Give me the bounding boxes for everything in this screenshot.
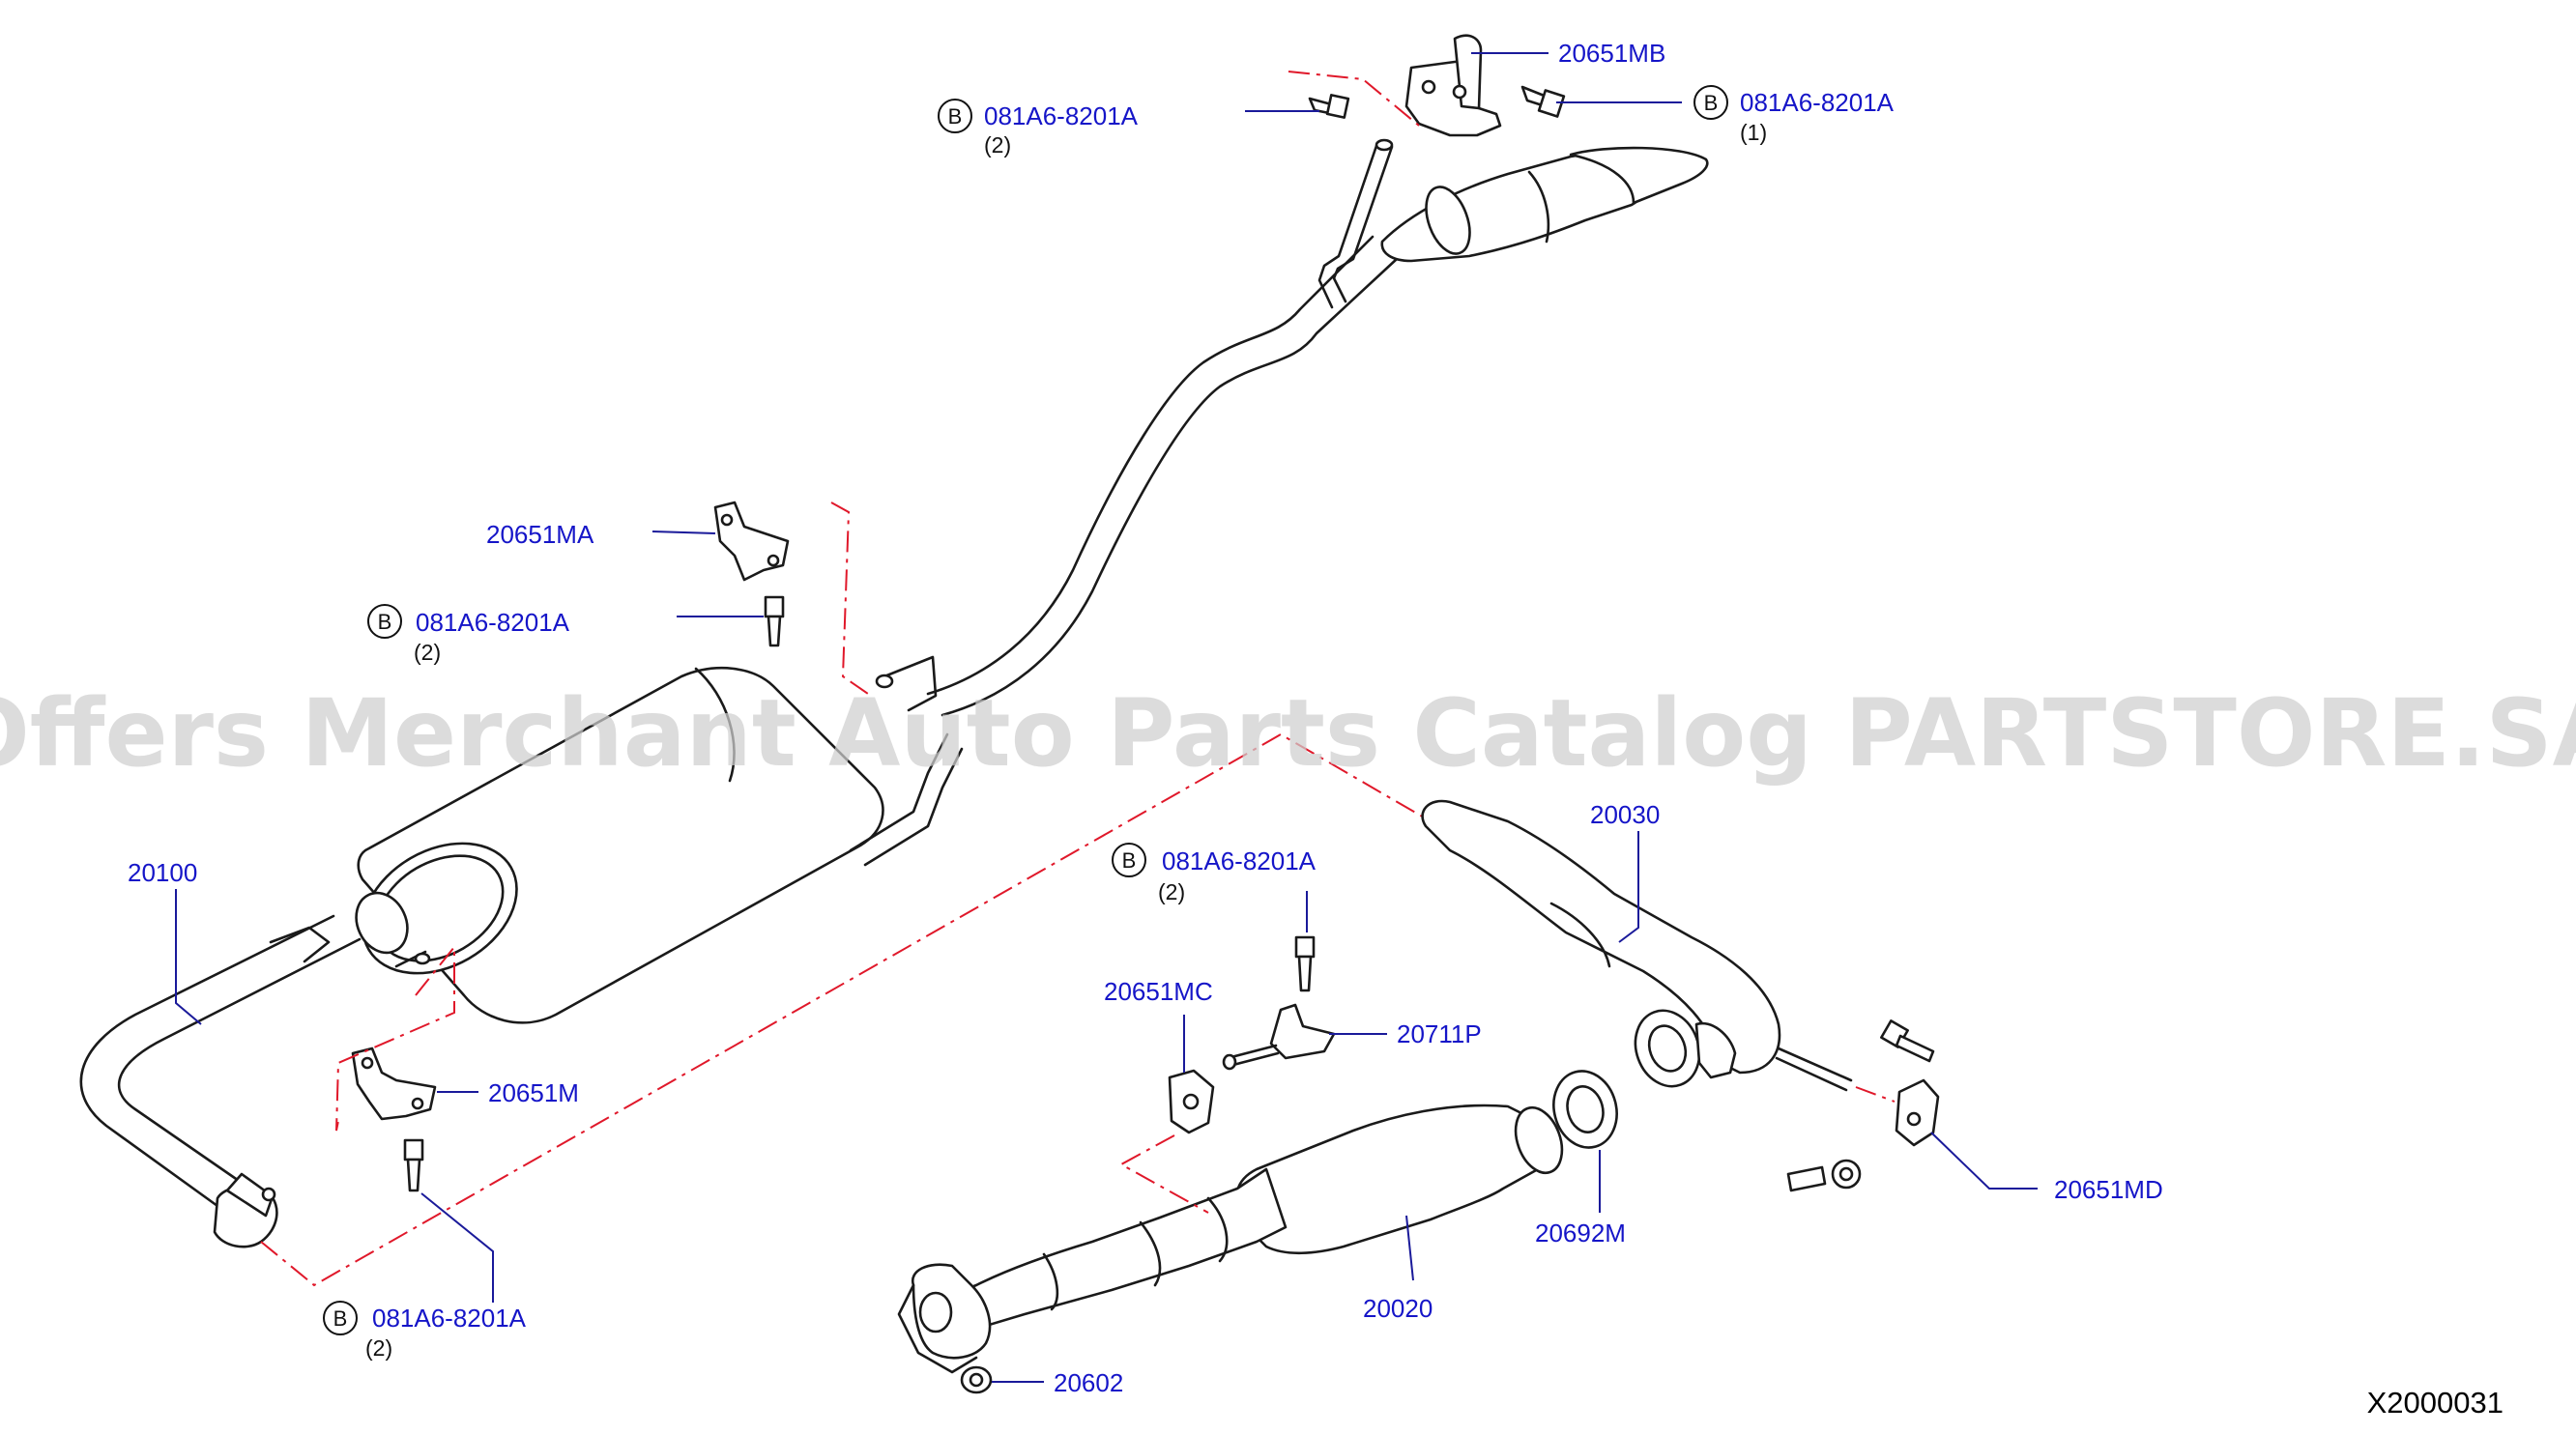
part-number-20711P: 20711P — [1397, 1019, 1482, 1048]
diagram-reference-code: X2000031 — [2367, 1386, 2504, 1420]
bolt-callout-mid-left: B 081A6-8201A (2) — [367, 604, 570, 665]
quantity: (1) — [1740, 120, 1767, 145]
bolt-callout-bottom-left: B 081A6-8201A (2) — [323, 1301, 527, 1361]
part-number: 081A6-8201A — [1162, 846, 1317, 875]
center-muffler-20100 — [269, 655, 964, 1024]
assembly-line — [1288, 71, 1420, 127]
bolt-icon — [1294, 935, 1316, 992]
nut-icon — [1786, 1159, 1862, 1192]
bolt-callout-center: B 081A6-8201A (2) — [1112, 843, 1317, 904]
rubber-hanger-20651MD — [1895, 1078, 1940, 1147]
part-number-20020: 20020 — [1363, 1294, 1433, 1323]
svg-text:B: B — [378, 610, 392, 634]
part-number-20651MC: 20651MC — [1104, 977, 1213, 1006]
bolt-callout-top-left: B 081A6-8201A (2) — [938, 99, 1139, 158]
bolt-callout-top-right: B 081A6-8201A (1) — [1693, 85, 1895, 145]
front-pipe-20030 — [1421, 799, 1853, 1092]
part-number-20030: 20030 — [1590, 800, 1660, 829]
part-number-20602: 20602 — [1054, 1368, 1123, 1397]
part-number-20692M: 20692M — [1535, 1219, 1626, 1248]
bolt-icon — [403, 1138, 424, 1192]
assembly-line — [830, 502, 869, 695]
bolt-icon — [764, 595, 785, 647]
part-number-20651MD: 20651MD — [2054, 1175, 2163, 1204]
leader-lines — [175, 52, 2038, 1383]
part-number-20651MA: 20651MA — [486, 520, 594, 549]
nut-icon — [960, 1365, 993, 1394]
assembly-line — [260, 732, 1432, 1287]
part-number: 081A6-8201A — [372, 1304, 527, 1333]
part-number: 081A6-8201A — [1740, 88, 1895, 117]
rear-tailpipe-assembly — [926, 138, 1709, 717]
watermark: Offers Merchant Auto Parts Catalog PARTS… — [0, 679, 2576, 788]
quantity: (2) — [365, 1335, 392, 1361]
assembly-line — [1855, 1086, 1896, 1103]
callouts: 20651MB B 081A6-8201A (2) B 081A6-8201A … — [128, 39, 2163, 1397]
exhaust-pipe-20100 — [79, 914, 362, 1248]
bolt-icon — [1308, 94, 1350, 119]
quantity: (2) — [984, 132, 1011, 158]
gasket-20692M — [1552, 1070, 1618, 1149]
quantity: (2) — [1158, 879, 1185, 904]
hanger-bracket-20651MB — [1404, 34, 1502, 137]
part-number-20651MB: 20651MB — [1558, 39, 1665, 68]
bolt-icon — [1520, 85, 1566, 118]
assembly-line — [1118, 1134, 1209, 1214]
bracket-20711P — [1222, 1003, 1336, 1071]
hanger-bracket-20651M — [351, 1047, 437, 1121]
assembly-line — [335, 944, 455, 1132]
bolt-icon — [1880, 1019, 1935, 1063]
part-number-20100: 20100 — [128, 858, 197, 887]
insulator-20651MC — [1168, 1069, 1215, 1134]
svg-text:B: B — [333, 1306, 348, 1331]
svg-text:B: B — [1704, 91, 1719, 115]
svg-text:B: B — [948, 104, 963, 129]
svg-text:B: B — [1122, 848, 1137, 873]
part-number: 081A6-8201A — [984, 101, 1139, 130]
part-number: 081A6-8201A — [416, 608, 570, 637]
hanger-bracket-20651MA — [713, 501, 790, 582]
catalytic-converter-20020 — [897, 1104, 1564, 1374]
quantity: (2) — [414, 640, 441, 665]
part-number-20651M: 20651M — [488, 1078, 579, 1107]
